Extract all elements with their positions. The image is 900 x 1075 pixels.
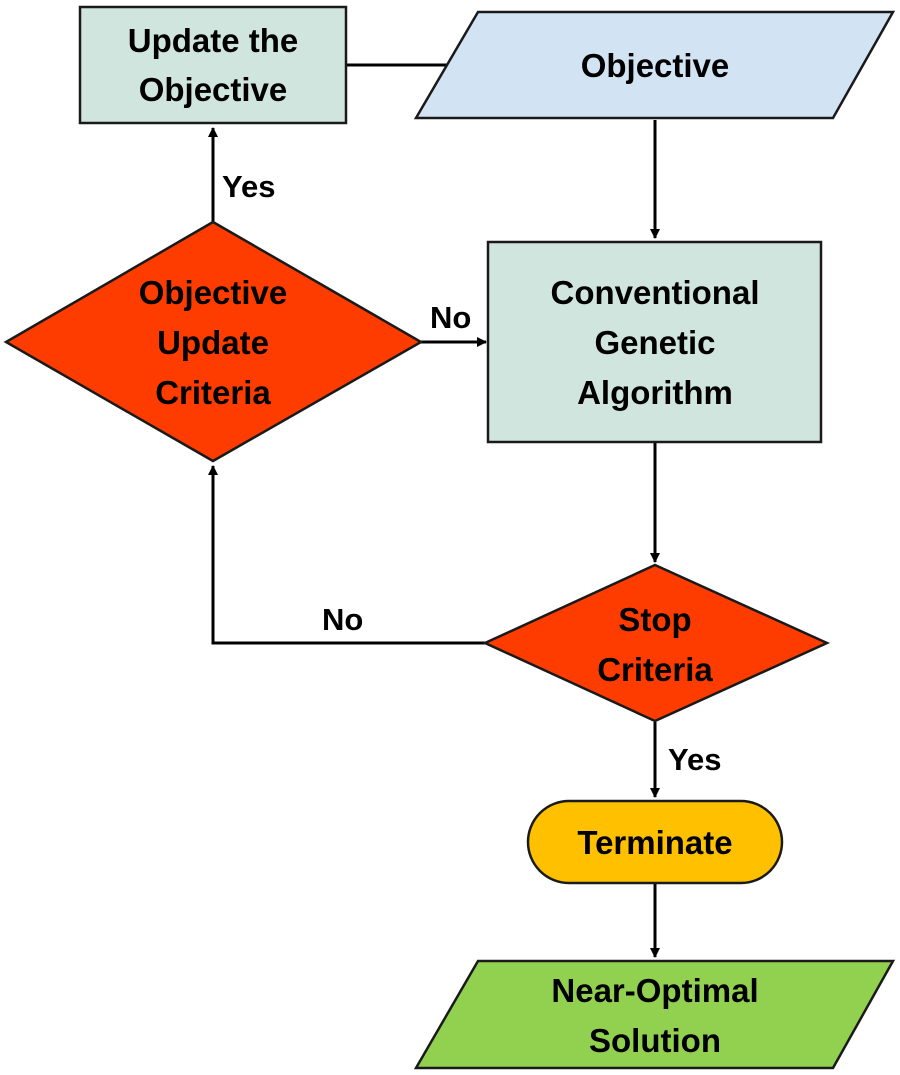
- edge-stop-to-criteria: [208, 465, 485, 645]
- node-solution-line-2: Solution: [589, 1022, 721, 1059]
- edge-label-no-stop: No: [322, 602, 363, 637]
- node-update-objective-line-1: Update the: [128, 22, 299, 59]
- node-near-optimal-solution: Near-Optimal Solution: [413, 959, 896, 1070]
- edge-label-yes-update: Yes: [222, 169, 275, 204]
- node-objective: Objective: [413, 10, 896, 120]
- node-ga-line-1: Conventional: [550, 274, 759, 311]
- node-update-objective: Update the Objective: [78, 5, 348, 125]
- node-update-objective-line-2: Objective: [139, 71, 288, 108]
- node-stop-line-2: Criteria: [597, 651, 713, 688]
- node-solution-line-1: Near-Optimal: [551, 972, 758, 1009]
- node-criteria-line-1: Objective: [139, 274, 288, 311]
- node-stop-line-1: Stop: [618, 601, 691, 638]
- edge-label-no-ga: No: [430, 300, 471, 335]
- node-ga-line-2: Genetic: [594, 324, 715, 361]
- edge-label-yes-terminate: Yes: [668, 742, 721, 777]
- node-criteria-line-3: Criteria: [155, 374, 271, 411]
- node-terminate: Terminate: [526, 799, 784, 885]
- node-stop-criteria: Stop Criteria: [482, 563, 831, 723]
- node-conventional-ga: Conventional Genetic Algorithm: [486, 240, 823, 444]
- node-criteria-line-2: Update: [157, 324, 269, 361]
- node-objective-line-1: Objective: [581, 47, 730, 84]
- node-objective-update-criteria: Objective Update Criteria: [3, 220, 424, 463]
- node-terminate-line-1: Terminate: [577, 824, 732, 861]
- node-ga-line-3: Algorithm: [577, 374, 733, 411]
